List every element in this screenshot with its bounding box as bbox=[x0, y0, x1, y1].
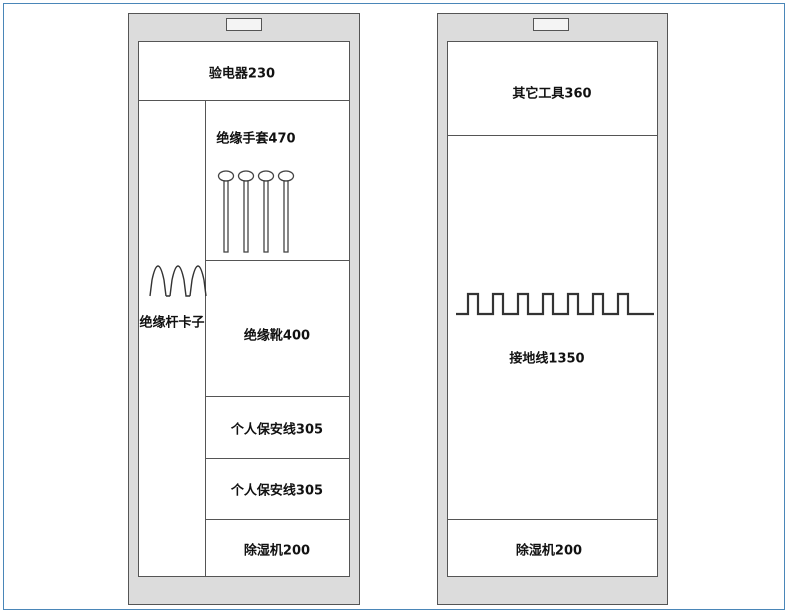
divider bbox=[205, 519, 350, 520]
divider bbox=[447, 519, 658, 520]
ground-wire-label: 接地线1350 bbox=[509, 351, 585, 367]
gloves-label: 绝缘手套470 bbox=[216, 131, 296, 147]
divider bbox=[205, 396, 350, 397]
safety-line-label: 个人保安线305 bbox=[230, 422, 324, 438]
ground-wire-icon bbox=[456, 292, 654, 316]
gloves-hooks-icon bbox=[217, 170, 295, 253]
rod-clamp-icon bbox=[149, 265, 207, 297]
divider bbox=[205, 458, 350, 459]
boots-label: 绝缘靴400 bbox=[243, 328, 311, 344]
divider bbox=[447, 135, 658, 136]
dehumidifier-label: 除湿机200 bbox=[515, 543, 583, 559]
electroscope-label: 验电器230 bbox=[208, 66, 276, 82]
other-tools-label: 其它工具360 bbox=[512, 86, 592, 102]
divider bbox=[138, 100, 350, 101]
rod-clamp-label: 绝缘杆卡子 bbox=[139, 315, 205, 331]
left-cabinet-handle bbox=[226, 18, 262, 31]
left-cabinet-interior bbox=[138, 41, 350, 577]
right-cabinet-handle bbox=[533, 18, 569, 31]
divider bbox=[205, 100, 206, 577]
dehumidifier-label: 除湿机200 bbox=[243, 543, 311, 559]
divider bbox=[205, 260, 350, 261]
safety-line-label: 个人保安线305 bbox=[230, 483, 324, 499]
diagram-frame bbox=[3, 3, 785, 610]
